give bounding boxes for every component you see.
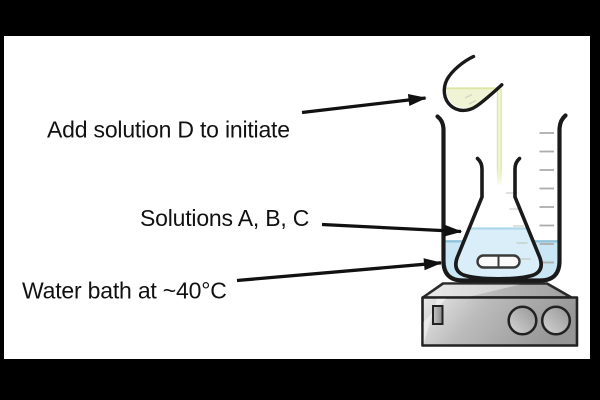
- erlenmeyer-flask: [454, 156, 543, 281]
- beaker-graduations: [539, 132, 554, 264]
- arrow-solutions: [321, 222, 463, 237]
- diagram-canvas: Add solution D to initiate Solutions A, …: [4, 36, 590, 359]
- stirrer-knob-left: [507, 305, 538, 336]
- solution-d-vessel: [442, 54, 504, 113]
- experiment-diagram: Add solution D to initiate Solutions A, …: [22, 54, 579, 347]
- hot-plate-stirrer: [421, 282, 579, 347]
- label-water-bath: Water bath at ~40°C: [22, 278, 227, 304]
- flask-liquid: [455, 227, 542, 279]
- arrow-add-solution: [301, 94, 427, 115]
- vessel-graduations: [464, 93, 477, 105]
- pour-stream: [496, 89, 502, 186]
- vessel-outline: [442, 54, 504, 113]
- power-switch: [432, 305, 444, 325]
- solution-d-liquid: [445, 87, 500, 109]
- hot-plate-highlight: [426, 284, 520, 297]
- stirrer-knob-right: [540, 305, 572, 336]
- label-add-solution-d: Add solution D to initiate: [47, 117, 290, 143]
- arrow-water-bath: [236, 258, 443, 283]
- flask-outline: [454, 156, 543, 281]
- label-solutions-abc: Solutions A, B, C: [140, 205, 309, 231]
- annotation-arrows: [236, 94, 463, 283]
